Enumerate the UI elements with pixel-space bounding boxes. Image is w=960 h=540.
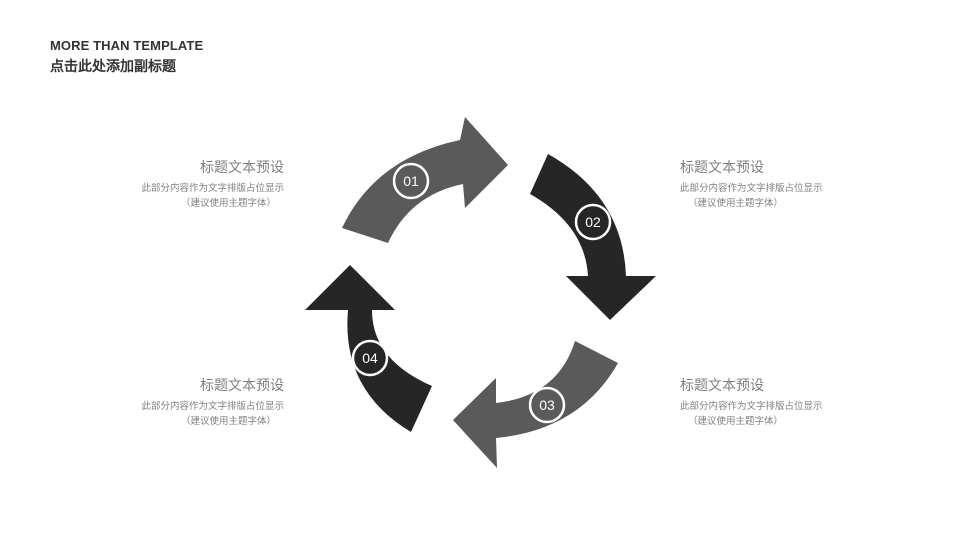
arrow-4 (305, 265, 432, 432)
badge-1: 01 (392, 162, 430, 200)
step-1-text: 标题文本预设 此部分内容作为文字排版占位显示 （建议使用主题字体） (84, 159, 284, 211)
step-4-text: 标题文本预设 此部分内容作为文字排版占位显示 （建议使用主题字体） (84, 377, 284, 429)
subtitle-cn: 点击此处添加副标题 (50, 59, 176, 75)
step-3-title: 标题文本预设 (680, 378, 764, 394)
step-1-line2: （建议使用主题字体） (180, 198, 276, 209)
step-2-text: 标题文本预设 此部分内容作为文字排版占位显示 （建议使用主题字体） (680, 159, 880, 211)
badge-4: 04 (351, 339, 389, 377)
title-en: MORE THAN TEMPLATE (50, 38, 204, 53)
step-3-text: 标题文本预设 此部分内容作为文字排版占位显示 （建议使用主题字体） (680, 377, 880, 429)
step-2-title: 标题文本预设 (680, 160, 764, 176)
badge-3-ring (528, 386, 566, 424)
badge-4-ring (351, 339, 389, 377)
step-3-line2: （建议使用主题字体） (688, 416, 784, 427)
step-4-line1: 此部分内容作为文字排版占位显示 (141, 401, 284, 412)
badge-2-label: 02 (585, 214, 601, 230)
step-1-line1: 此部分内容作为文字排版占位显示 (141, 183, 284, 194)
step-2-line2: （建议使用主题字体） (688, 198, 784, 209)
step-1-title: 标题文本预设 (200, 160, 284, 176)
badge-3-label: 03 (539, 397, 555, 413)
step-2-line1: 此部分内容作为文字排版占位显示 (680, 183, 823, 194)
arrow-2 (530, 154, 656, 320)
badge-1-label: 01 (403, 173, 419, 189)
step-3-line1: 此部分内容作为文字排版占位显示 (680, 401, 823, 412)
badge-1-ring (392, 162, 430, 200)
badge-4-label: 04 (362, 350, 378, 366)
step-4-line2: （建议使用主题字体） (180, 416, 276, 427)
arrow-3 (453, 341, 618, 468)
step-4-title: 标题文本预设 (200, 378, 284, 394)
badge-2-ring (574, 203, 612, 241)
badge-2: 02 (574, 203, 612, 241)
header: MORE THAN TEMPLATE 点击此处添加副标题 (50, 38, 203, 76)
badge-3: 03 (528, 386, 566, 424)
arrow-1 (342, 117, 508, 243)
